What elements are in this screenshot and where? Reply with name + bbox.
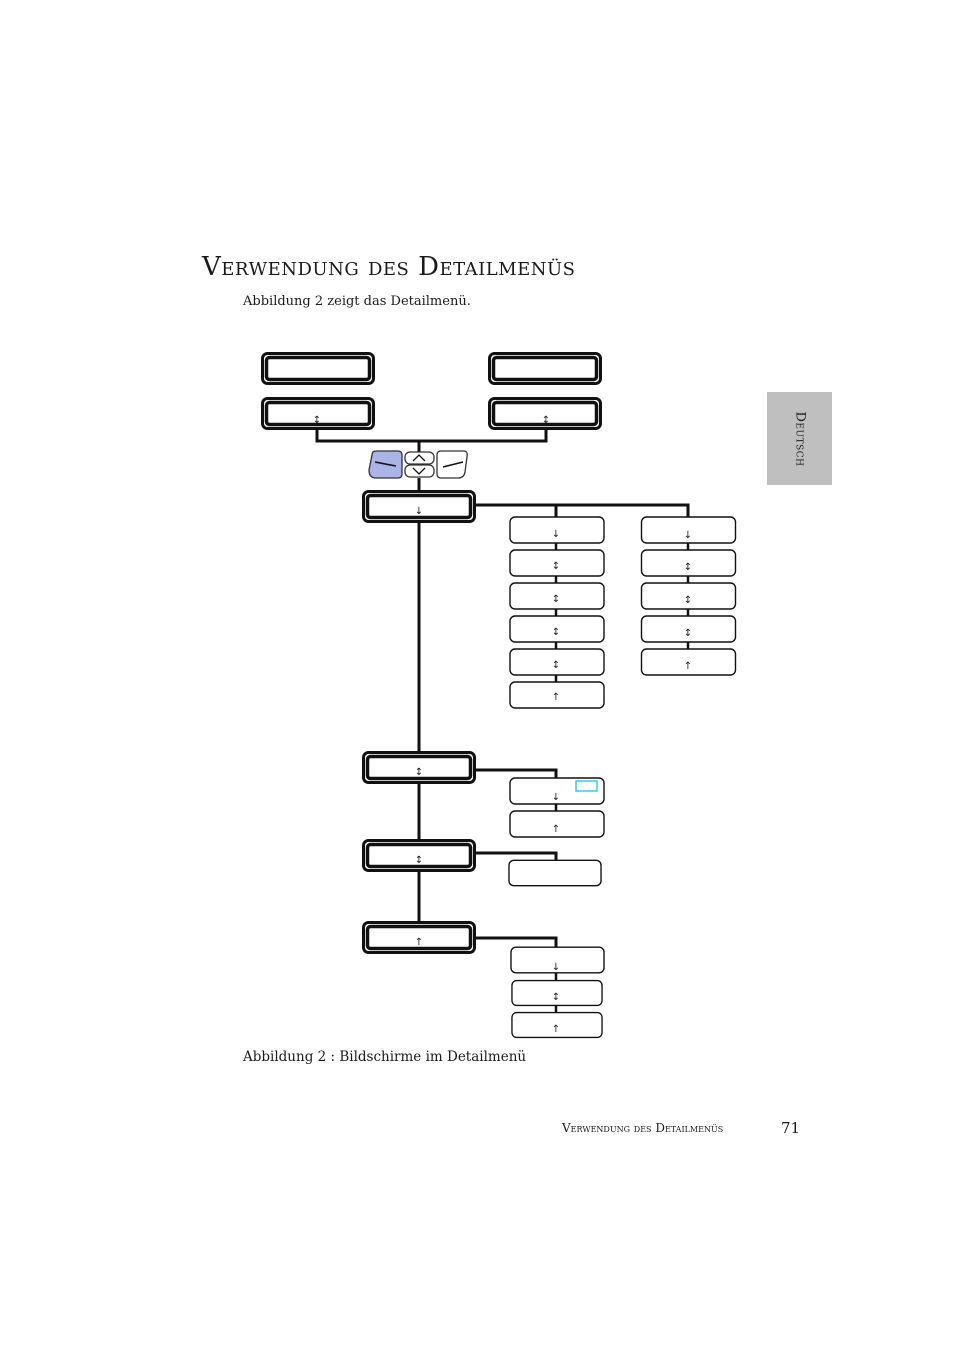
top-left-screen-2-symbol: ↕ (313, 415, 321, 426)
top-right-screen-1 (488, 352, 602, 385)
column-b-screen-2-symbol: ↕ (684, 562, 692, 573)
page-number: 71 (781, 1119, 801, 1137)
chevron-up-icon (412, 454, 426, 462)
page-title: Verwendung des Detailmenüs (202, 252, 576, 282)
column-a-screen-1-symbol: ↓ (552, 529, 560, 540)
down-button[interactable] (404, 464, 435, 478)
sub3-screen-1 (508, 859, 602, 887)
sub2-screen-2-symbol: ↑ (552, 824, 560, 835)
cyan-highlight-box (575, 780, 598, 792)
sub4-screen-1-symbol: ↓ (552, 962, 560, 973)
column-b-screen-4-symbol: ↕ (684, 628, 692, 639)
sub4-screen-2-symbol: ↕ (552, 992, 560, 1003)
column-b-screen-5-symbol: ↑ (684, 661, 692, 672)
column-a-screen-3-symbol: ↕ (552, 594, 560, 605)
intro-text: Abbildung 2 zeigt das Detailmenü. (243, 294, 471, 309)
figure-caption: Abbildung 2 : Bildschirme im Detailmenü (243, 1049, 527, 1065)
main-screen-4-symbol: ↑ (415, 937, 423, 948)
column-a-screen-2-symbol: ↕ (552, 561, 560, 572)
up-button[interactable] (404, 451, 435, 465)
column-b-screen-3-symbol: ↕ (684, 595, 692, 606)
top-left-screen-1 (261, 352, 375, 385)
column-a-screen-4-symbol: ↕ (552, 627, 560, 638)
column-connectors (554, 540, 690, 1012)
column-a-screen-6-symbol: ↑ (552, 692, 560, 703)
sub4-screen-3-symbol: ↑ (552, 1024, 560, 1035)
column-b-screen-1-symbol: ↓ (684, 530, 692, 541)
language-tab: Deutsch (767, 392, 832, 485)
sub2-screen-1-symbol: ↓ (552, 792, 560, 803)
main-screen-1-symbol: ↓ (415, 506, 423, 517)
main-screen-3-symbol: ↕ (415, 855, 423, 866)
column-a-screen-5-symbol: ↕ (552, 660, 560, 671)
top-right-screen-2-symbol: ↕ (542, 415, 550, 426)
keypad (368, 450, 468, 479)
main-screen-2-symbol: ↕ (415, 767, 423, 778)
footer-section-title: Verwendung des Detailmenüs (562, 1121, 724, 1135)
chevron-down-icon (412, 467, 426, 475)
